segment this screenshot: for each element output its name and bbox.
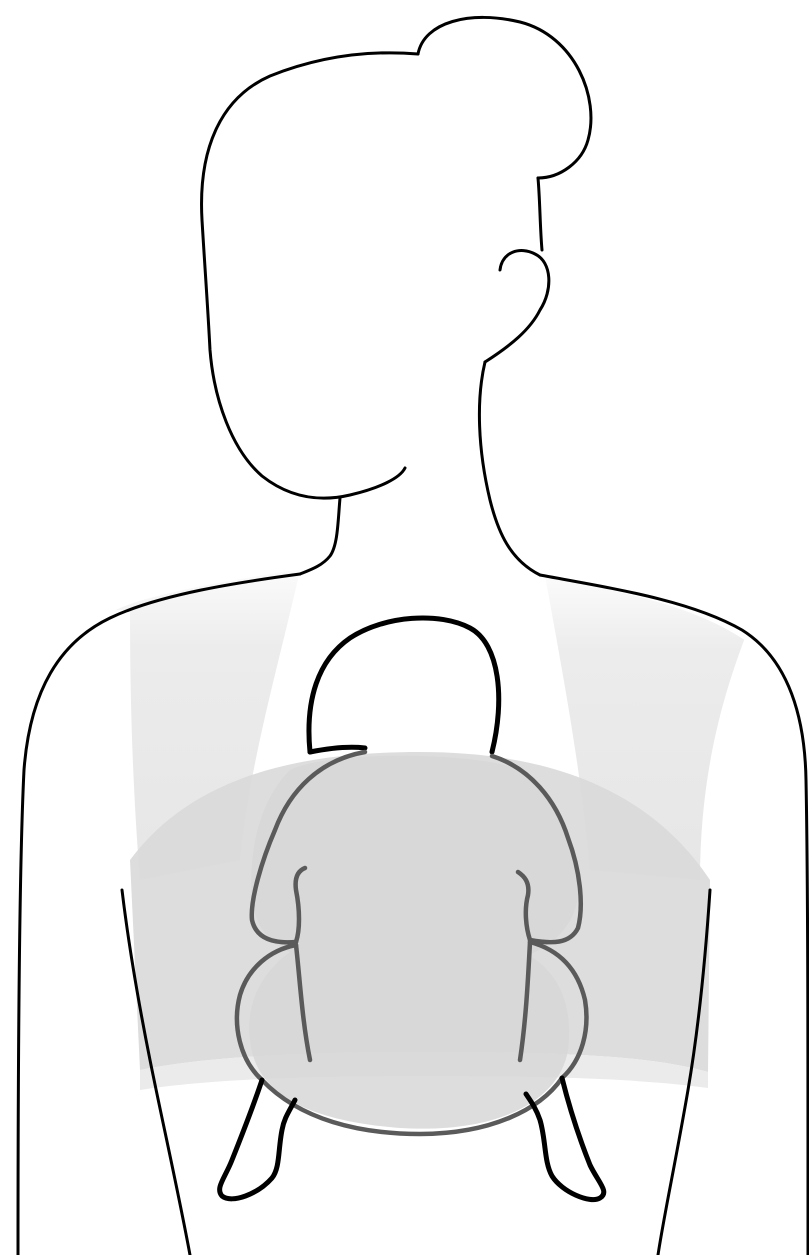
baby-icon (220, 618, 604, 1200)
